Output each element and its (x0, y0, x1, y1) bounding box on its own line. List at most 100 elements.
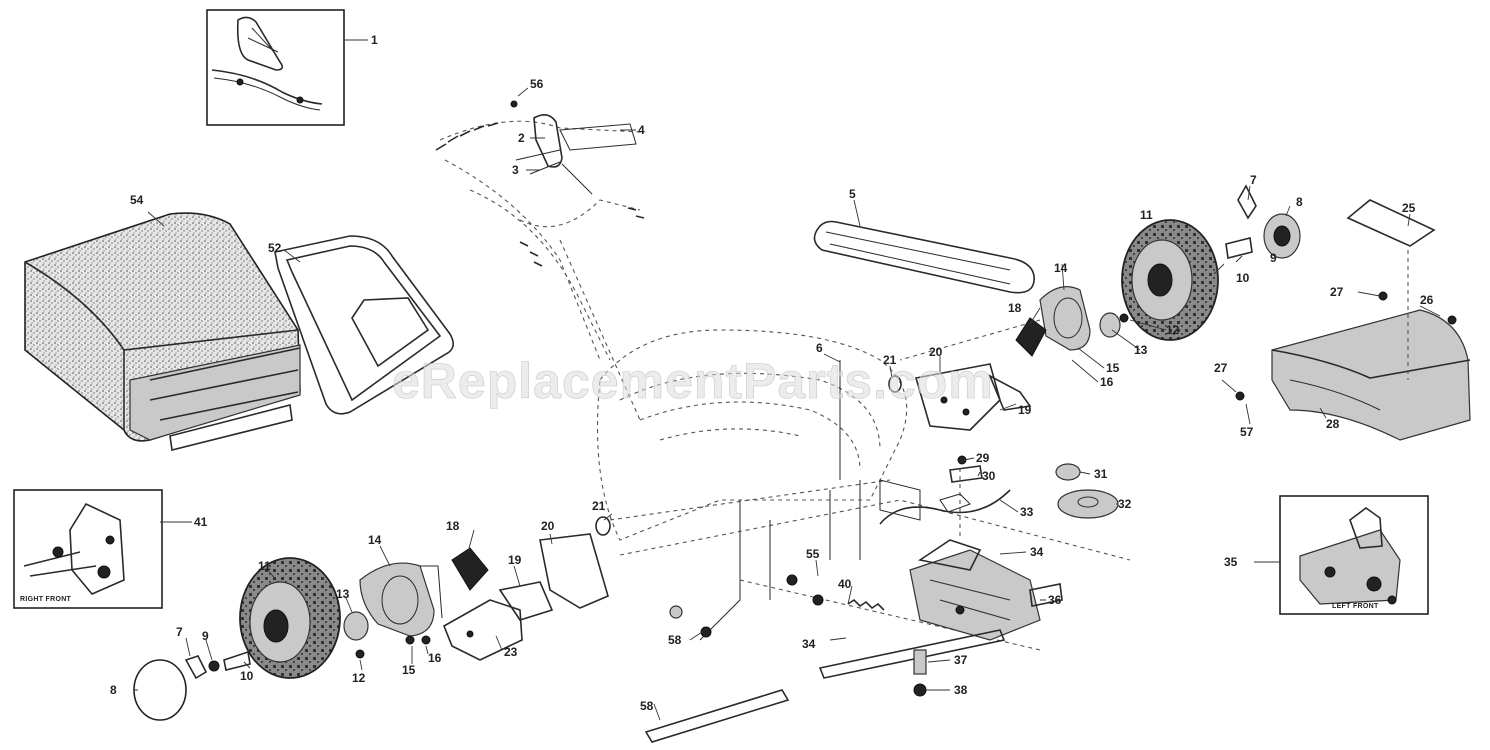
pulley-nut (1055, 463, 1081, 481)
pawl-parts-lower (405, 635, 431, 645)
callout-56-lower: 40 (838, 577, 852, 591)
inset-caption-right-front: RIGHT FRONT (20, 596, 72, 603)
hubcap-lower (133, 659, 187, 721)
inset-right-front: RIGHT FRONT (13, 489, 163, 609)
callout-55: 55 (806, 547, 820, 561)
gear-cover-upper (1039, 286, 1091, 351)
callout-labels: 1 56 2 4 3 54 52 5 7 8 11 9 10 14 18 12 … (110, 33, 1434, 713)
callout-26: 26 (1420, 293, 1434, 307)
callout-36: 36 (1048, 593, 1062, 607)
washer-upper (1099, 312, 1121, 338)
callout-25: 25 (1402, 201, 1416, 215)
gear-cover-lower (359, 562, 443, 637)
callout-8-left: 8 (110, 683, 117, 697)
callout-23: 23 (504, 645, 518, 659)
bag-frame (274, 235, 454, 415)
callout-8-right: 8 (1296, 195, 1303, 209)
callout-16-left: 16 (428, 651, 442, 665)
callout-19-left: 19 (508, 553, 522, 567)
transmission (909, 539, 1063, 641)
inset-left-front: LEFT FRONT (1279, 495, 1429, 615)
callout-21-left: 21 (592, 499, 606, 513)
nut-56-a (786, 574, 798, 586)
callout-14-right: 14 (1054, 261, 1068, 275)
ring-lower (595, 516, 611, 536)
pulley (1057, 489, 1119, 519)
grass-bag (24, 212, 301, 451)
drive-belt (813, 220, 1035, 294)
callout-18-left: 18 (446, 519, 460, 533)
bracket-lower (442, 581, 554, 661)
inset-part-1 (206, 9, 345, 126)
callout-27-bottom: 27 (1214, 361, 1228, 375)
nut-58-b (700, 626, 712, 638)
callout-33: 33 (1020, 505, 1034, 519)
callout-20-right: 20 (929, 345, 943, 359)
washer-lower (343, 611, 369, 641)
drive-cable (879, 489, 1011, 525)
callout-12-right: 12 (1166, 323, 1180, 337)
axle-parts-lower (184, 650, 251, 680)
callout-38: 38 (954, 683, 968, 697)
callout-12-left: 12 (352, 671, 366, 685)
callout-5: 5 (849, 187, 856, 201)
watermark-text: eReplacementParts.com (392, 353, 994, 409)
drive-shaft (818, 629, 1006, 679)
callout-32: 32 (1118, 497, 1132, 511)
callout-4: 4 (638, 123, 645, 137)
callout-28: 28 (1326, 417, 1340, 431)
spring-37 (913, 649, 927, 675)
callout-41: 41 (194, 515, 208, 529)
nut-lower (355, 649, 365, 659)
leader-lines (134, 39, 1441, 721)
callout-52: 52 (268, 241, 282, 255)
callout-11-right: 11 (1140, 208, 1153, 222)
clip-30 (949, 465, 983, 483)
callout-56: 56 (530, 77, 544, 91)
callout-21-right: 21 (883, 353, 897, 367)
nut-56-b (812, 594, 824, 606)
callout-13-left: 13 (336, 587, 350, 601)
callout-10-right: 10 (1236, 271, 1250, 285)
callout-27-top: 27 (1330, 285, 1344, 299)
rear-wheel-lower (239, 557, 341, 679)
handle-assembly (435, 100, 645, 421)
callout-16-right: 16 (1100, 375, 1114, 389)
callout-15-left: 15 (402, 663, 416, 677)
callout-9-right: 9 (1270, 251, 1277, 265)
bracket-upper (888, 363, 1032, 431)
nut-38 (913, 683, 927, 697)
callout-34-top: 34 (1030, 545, 1044, 559)
axle-parts-upper (1225, 184, 1301, 259)
callout-34-bottom: 34 (802, 637, 816, 651)
callout-30: 30 (982, 469, 996, 483)
callout-54: 54 (130, 193, 144, 207)
rod-55 (644, 689, 790, 743)
callout-14-left: 14 (368, 533, 382, 547)
callout-9-left: 9 (202, 629, 209, 643)
spring-upper (1015, 317, 1047, 357)
plate-lower (539, 533, 609, 609)
callout-19: 19 (1018, 403, 1032, 417)
callout-2: 2 (518, 131, 525, 145)
callout-31: 31 (1094, 467, 1108, 481)
callout-1: 1 (371, 33, 378, 47)
callout-20-left: 20 (541, 519, 555, 533)
callout-35: 35 (1224, 555, 1238, 569)
callout-7-right: 7 (1250, 173, 1257, 187)
nut-upper (1119, 313, 1129, 323)
callout-58-a: 58 (668, 633, 682, 647)
callout-58-b: 58 (640, 699, 654, 713)
rear-wheel-upper (1121, 219, 1219, 341)
callout-10-left: 10 (240, 669, 254, 683)
nut-58-a (669, 605, 683, 619)
callout-6: 6 (816, 341, 823, 355)
callout-29: 29 (976, 451, 990, 465)
callout-15-right: 15 (1106, 361, 1120, 375)
callout-37: 37 (954, 653, 968, 667)
callout-11-left: 11 (258, 559, 271, 573)
callout-3: 3 (512, 163, 519, 177)
spring-lower (451, 547, 489, 591)
callout-18-right: 18 (1008, 301, 1022, 315)
